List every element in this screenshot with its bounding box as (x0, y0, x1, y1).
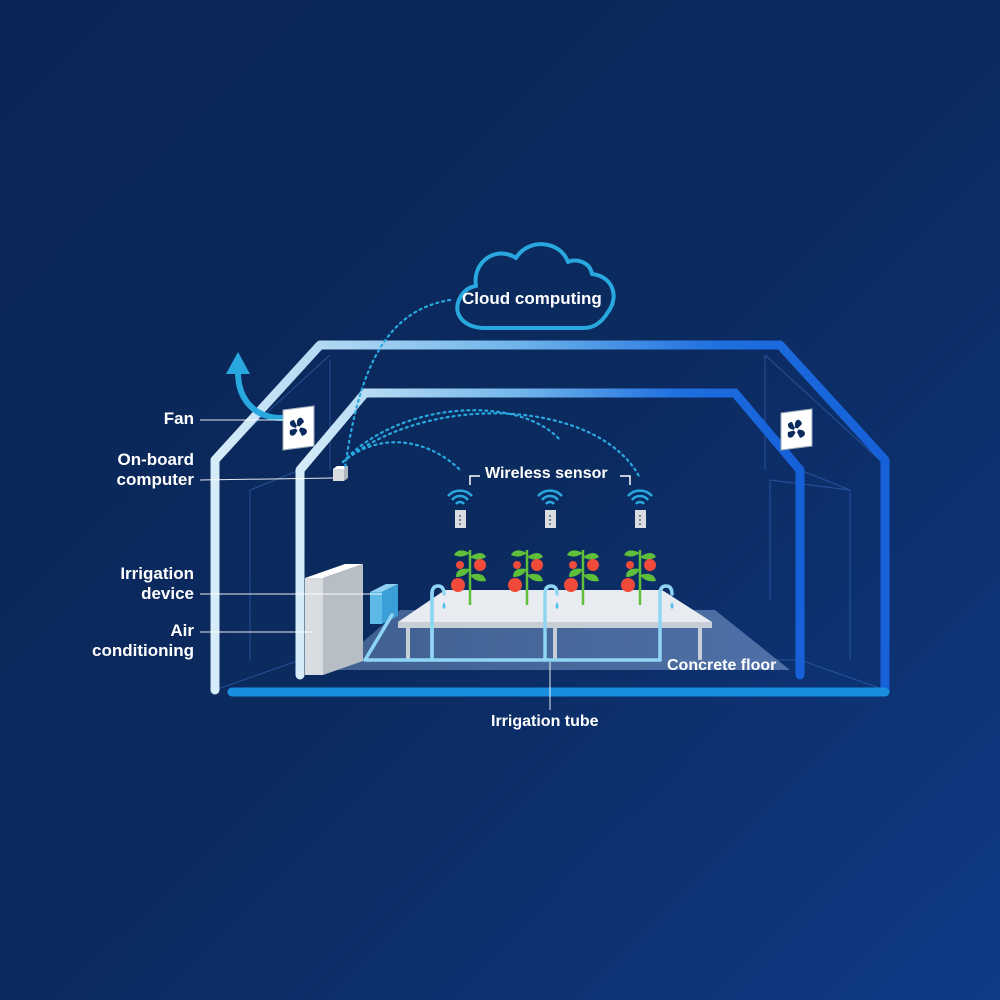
tomato-plant-icon (508, 550, 543, 605)
irrigation-tube-label: Irrigation tube (491, 713, 599, 730)
air-conditioning-label-line2: conditioning (92, 641, 194, 660)
growing-table (398, 590, 712, 660)
exhaust-arrow-icon (226, 352, 285, 421)
air-conditioning-label-line1: Air (170, 621, 194, 640)
outer-frame (210, 340, 890, 697)
onboard-computer-label-line1: On-board (117, 450, 195, 469)
air-conditioning-label: Air conditioning (70, 621, 194, 661)
inner-frame (295, 388, 805, 680)
air-conditioning-unit (305, 564, 363, 675)
irrigation-tube (363, 584, 674, 662)
wireless-sensor-icon (627, 489, 653, 528)
tomato-plant-icon (621, 550, 656, 605)
wireless-sensor-label: Wireless sensor (485, 465, 608, 482)
onboard-computer-label-line2: computer (116, 470, 194, 489)
fan-icon (282, 405, 315, 451)
onboard-computer-label: On-board computer (90, 450, 194, 490)
cloud-computing-label: Cloud computing (462, 289, 602, 308)
fan-label: Fan (163, 409, 194, 428)
irrigation-device (370, 584, 398, 624)
irrigation-device-label-line1: Irrigation (120, 564, 194, 583)
onboard-computer-icon (333, 466, 348, 481)
wireless-sensor-icon (447, 489, 473, 528)
tomato-plant-icon (451, 550, 486, 605)
irrigation-device-label-line2: device (141, 584, 194, 603)
concrete-floor-label: Concrete floor (667, 657, 777, 674)
data-link-lines (341, 298, 642, 480)
water-drops (442, 602, 674, 609)
wireless-sensor-icon (537, 489, 563, 528)
fan-icon (780, 408, 813, 451)
wireless-sensor-bracket (469, 475, 631, 485)
leader-lines (199, 419, 551, 710)
tomato-plant-icon (564, 550, 599, 605)
irrigation-device-label: Irrigation device (90, 564, 194, 604)
cloud-icon (455, 242, 616, 330)
